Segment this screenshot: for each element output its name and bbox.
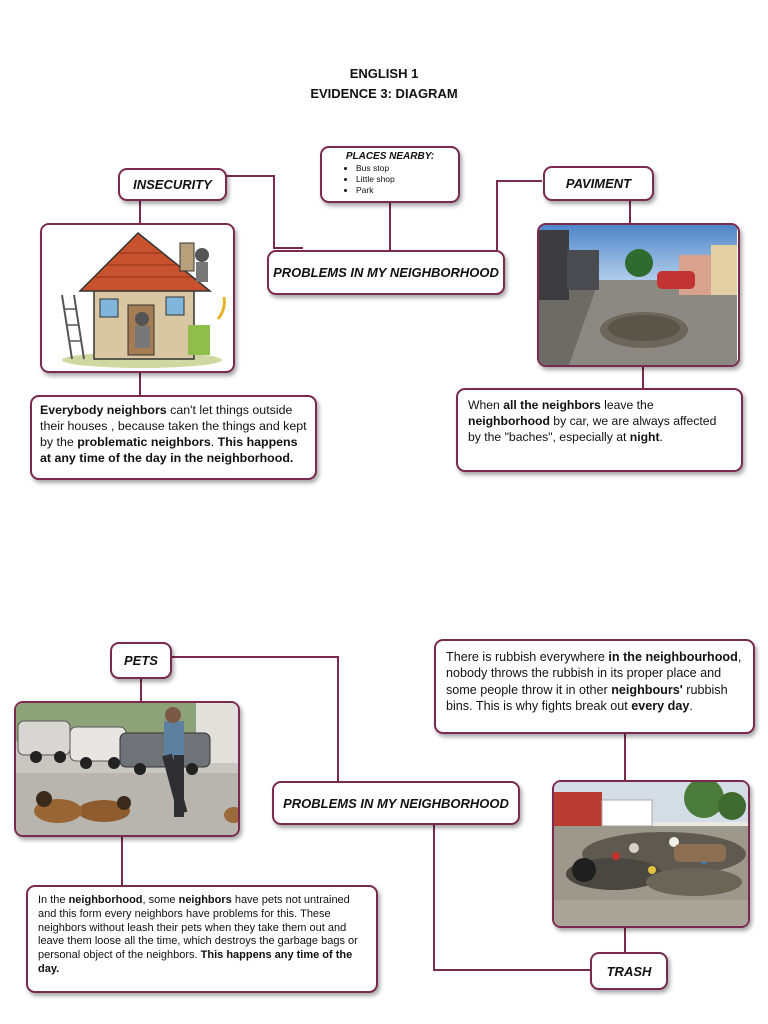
text-segment: There is rubbish everywhere — [446, 650, 608, 664]
paviment-description: When all the neighbors leave the neighbo… — [456, 388, 743, 472]
places-nearby-title: PLACES NEARBY: — [322, 151, 458, 162]
bold-text-segment: neighbours' — [611, 683, 683, 697]
bold-text-segment: all the neighbors — [503, 398, 601, 412]
paviment-text: When all the neighbors leave the neighbo… — [468, 398, 716, 444]
connector-line — [337, 656, 339, 781]
list-item: Park — [356, 185, 458, 196]
text-segment: . — [660, 430, 663, 444]
insecurity-description: Everybody neighbors can't let things out… — [30, 395, 317, 480]
connector-line — [433, 824, 435, 970]
paviment-label: PAVIMENT — [543, 166, 654, 201]
paviment-image — [537, 223, 740, 367]
garbage-photo — [554, 782, 748, 926]
insecurity-image — [40, 223, 235, 373]
bold-text-segment: Everybody neighbors — [40, 403, 167, 417]
pothole-photo — [539, 225, 737, 365]
problems-center-bottom: PROBLEMS IN MY NEIGHBORHOOD — [272, 781, 520, 825]
connector-line — [139, 200, 141, 225]
bold-text-segment: night — [630, 430, 660, 444]
connector-line — [497, 180, 542, 182]
connector-line — [624, 734, 626, 782]
pets-text: In the neighborhood, some neighbors have… — [38, 894, 358, 975]
trash-label: TRASH — [590, 952, 668, 990]
text-segment: . — [211, 435, 218, 449]
pets-description: In the neighborhood, some neighbors have… — [26, 885, 378, 993]
text-segment: In the — [38, 894, 69, 906]
list-item: Bus stop — [356, 163, 458, 174]
connector-line — [433, 969, 591, 971]
dogs-photo — [16, 703, 238, 835]
pets-label: PETS — [110, 642, 172, 679]
connector-line — [273, 247, 303, 249]
document-subtitle: EVIDENCE 3: DIAGRAM — [0, 86, 768, 101]
trash-description: There is rubbish everywhere in the neigh… — [434, 639, 755, 734]
text-segment: , some — [143, 894, 179, 906]
connector-line — [273, 175, 275, 248]
places-nearby-box: PLACES NEARBY: Bus stop Little shop Park — [320, 146, 460, 203]
pets-image — [14, 701, 240, 837]
connector-line — [496, 180, 498, 250]
trash-image — [552, 780, 750, 928]
bold-text-segment: problematic neighbors — [77, 435, 211, 449]
connector-line — [121, 836, 123, 886]
insecurity-label: INSECURITY — [118, 168, 227, 201]
bold-text-segment: neighbors — [179, 894, 232, 906]
bold-text-segment: neighborhood — [468, 414, 550, 428]
connector-line — [642, 366, 644, 388]
bold-text-segment: every day — [631, 699, 689, 713]
house-illustration — [42, 225, 232, 370]
text-segment: leave the — [601, 398, 654, 412]
connector-line — [226, 175, 274, 177]
problems-center-top: PROBLEMS IN MY NEIGHBORHOOD — [267, 250, 505, 295]
places-nearby-list: Bus stop Little shop Park — [322, 163, 458, 196]
insecurity-text: Everybody neighbors can't let things out… — [40, 403, 307, 465]
trash-text: There is rubbish everywhere in the neigh… — [446, 650, 741, 713]
connector-line — [389, 203, 391, 250]
document-title: ENGLISH 1 — [0, 66, 768, 81]
connector-line — [140, 679, 142, 702]
text-segment: . — [689, 699, 693, 713]
connector-line — [629, 201, 631, 223]
connector-line — [171, 656, 339, 658]
list-item: Little shop — [356, 174, 458, 185]
bold-text-segment: neighborhood — [69, 894, 143, 906]
bold-text-segment: in the neighbourhood — [608, 650, 737, 664]
text-segment: When — [468, 398, 503, 412]
connector-line — [139, 372, 141, 396]
connector-line — [624, 928, 626, 952]
